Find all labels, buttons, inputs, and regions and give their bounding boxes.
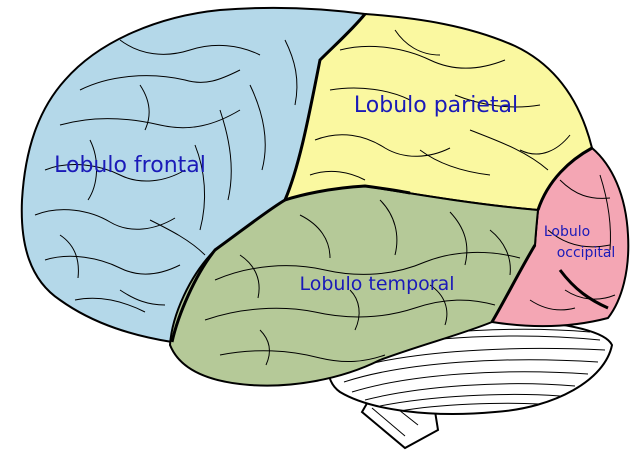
parietal-lobe-label: Lobulo parietal — [354, 93, 518, 118]
occipital-lobe-label-line2: occipital — [557, 245, 616, 261]
temporal-lobe-label: Lobulo temporal — [300, 273, 455, 295]
frontal-lobe-label: Lobulo frontal — [54, 153, 206, 178]
occipital-lobe-label-line1: Lobulo — [544, 224, 590, 240]
